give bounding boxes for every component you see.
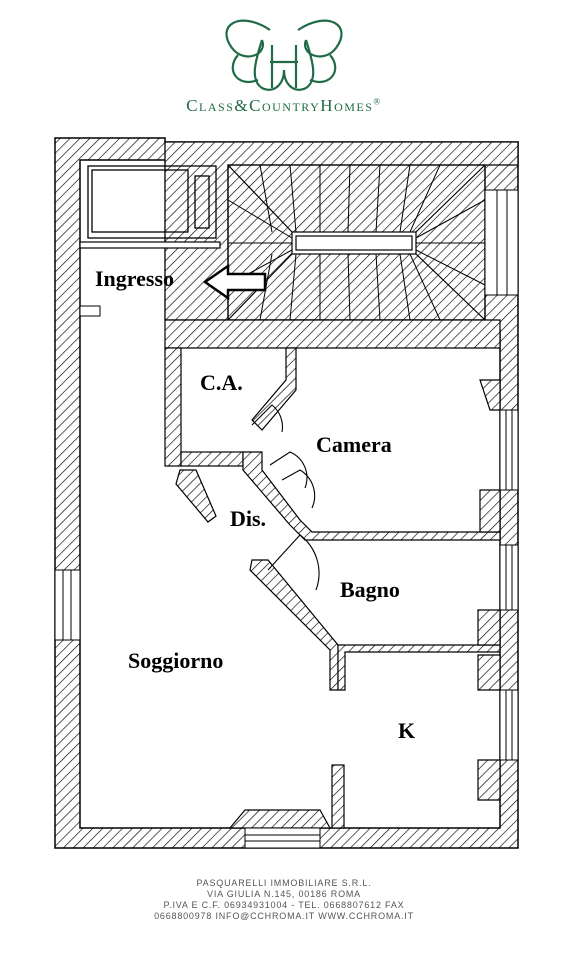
windows	[54, 189, 519, 849]
room-label-dis: Dis.	[230, 506, 267, 531]
room-label-soggiorno: Soggiorno	[128, 648, 224, 673]
staircase-icon	[227, 164, 486, 321]
ingresso-partition	[79, 241, 221, 249]
door-swings	[251, 404, 320, 591]
room-label-ca: C.A.	[200, 370, 243, 395]
room-label-camera: Camera	[316, 432, 392, 457]
footer-vat-phone: P.IVA E C.F. 06934931004 - TEL. 06688076…	[163, 900, 405, 910]
interior-walls	[175, 379, 501, 829]
entrance-arrow-icon	[202, 263, 267, 301]
inner-wall-band	[164, 319, 501, 349]
trademark: ®	[373, 96, 382, 107]
ingresso-lower-wall	[79, 305, 101, 317]
footer-company: PASQUARELLI IMMOBILIARE S.R.L.	[196, 878, 372, 888]
agency-footer: PASQUARELLI IMMOBILIARE S.R.L. VIA GIULI…	[0, 878, 568, 922]
footer-fax-contacts: 0668800978 INFO@CCHROMA.IT WWW.CCHROMA.I…	[154, 911, 414, 921]
logo-monogram-icon	[225, 19, 343, 91]
brand-name: Class&CountryHomes®	[0, 96, 568, 116]
room-label-bagno: Bagno	[340, 577, 400, 602]
ca-walls	[164, 347, 297, 467]
ingresso-duct-block	[87, 165, 217, 239]
room-label-ingresso: Ingresso	[95, 266, 175, 291]
footer-address: VIA GIULIA N.145, 00186 ROMA	[207, 889, 361, 899]
brand-title: Class&CountryHomes	[186, 96, 374, 115]
room-label-k: K	[398, 718, 416, 743]
